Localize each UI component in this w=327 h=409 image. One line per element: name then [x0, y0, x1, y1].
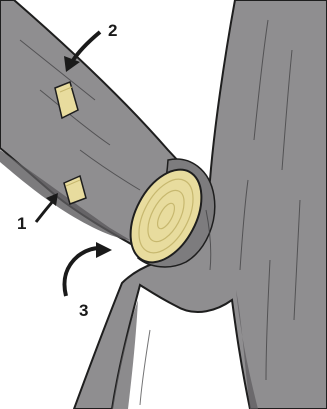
step-3-label: 3 — [79, 302, 88, 319]
step-1-label: 1 — [17, 215, 26, 232]
arrow-step-3 — [65, 242, 113, 296]
step-2-label: 2 — [108, 22, 117, 39]
